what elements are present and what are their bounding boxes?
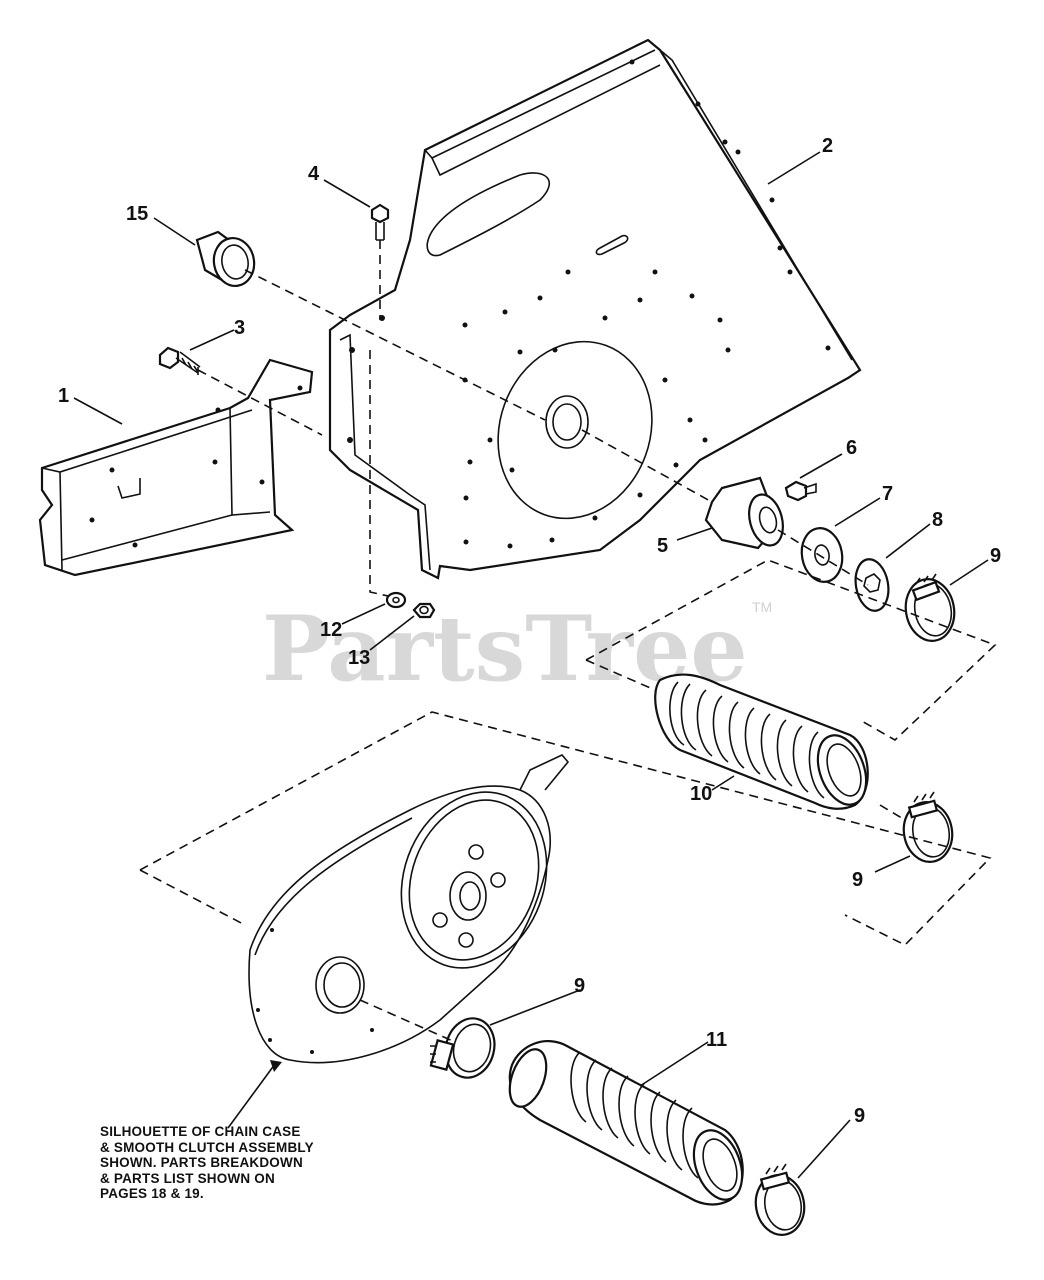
leader-lines xyxy=(73,151,989,1179)
callout-11: 11 xyxy=(706,1029,727,1051)
callout-4: 4 xyxy=(308,163,320,185)
part-3-bolt xyxy=(158,346,201,375)
callout-13: 13 xyxy=(348,647,370,669)
part-11-boot xyxy=(508,1040,744,1206)
note-line-5: PAGES 18 & 19. xyxy=(100,1186,204,1201)
assembly-lines xyxy=(139,240,997,1043)
callout-9-a: 9 xyxy=(990,545,1001,567)
callout-5: 5 xyxy=(657,535,668,557)
part-9-clamp-b xyxy=(902,791,954,863)
callout-8: 8 xyxy=(932,509,943,531)
part-13-nut xyxy=(412,602,436,619)
part-12-washer xyxy=(385,591,407,609)
callout-15: 15 xyxy=(126,203,148,225)
callout-9-b: 9 xyxy=(852,869,863,891)
callout-9-d: 9 xyxy=(854,1105,865,1127)
callout-2: 2 xyxy=(822,135,833,157)
part-2-side-plate xyxy=(328,38,862,580)
callout-9-c: 9 xyxy=(574,975,585,997)
part-8-lock-plate xyxy=(854,558,890,612)
part-9-clamp-d xyxy=(754,1163,806,1236)
watermark-trademark: TM xyxy=(752,599,772,615)
callout-6: 6 xyxy=(846,437,857,459)
note-line-2: & SMOOTH CLUTCH ASSEMBLY xyxy=(100,1139,314,1155)
part-4-bolt xyxy=(370,203,390,241)
note-line-3: SHOWN. PARTS BREAKDOWN xyxy=(100,1155,303,1170)
note-line-4: & PARTS LIST SHOWN ON xyxy=(100,1170,275,1186)
callout-3: 3 xyxy=(234,317,245,339)
chain-case-silhouette xyxy=(248,754,570,1064)
callout-1: 1 xyxy=(58,385,69,407)
part-1-bracket xyxy=(38,358,314,577)
callout-12: 12 xyxy=(320,619,342,641)
part-10-boot xyxy=(654,673,869,810)
note-line-1: SILHOUETTE OF CHAIN CASE xyxy=(100,1124,301,1139)
callout-7: 7 xyxy=(882,483,893,505)
callout-10: 10 xyxy=(690,783,712,805)
part-9-clamp-c xyxy=(429,1017,496,1079)
part-6-fitting xyxy=(784,480,817,502)
silhouette-note: SILHOUETTE OF CHAIN CASE & SMOOTH CLUTCH… xyxy=(100,1124,400,1202)
part-5-bushing xyxy=(704,476,784,550)
callout-labels: 1 2 3 4 5 6 7 8 9 9 9 9 10 11 12 13 15 xyxy=(58,135,1001,1127)
plate-holes xyxy=(347,59,831,549)
part-15-bushing xyxy=(195,230,256,287)
part-7-washer xyxy=(800,527,844,583)
